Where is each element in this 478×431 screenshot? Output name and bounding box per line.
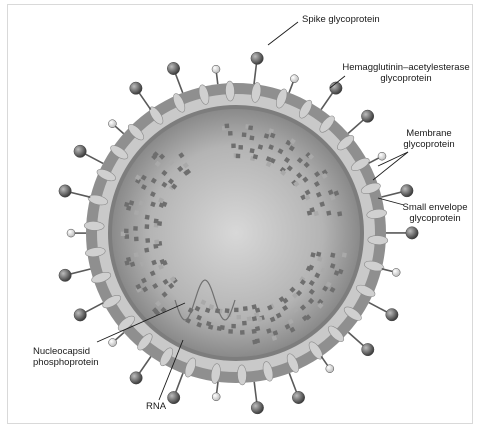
spike-head <box>168 391 180 403</box>
spike-head <box>251 402 263 414</box>
label-hemagglutinin-line2: glycoprotein <box>342 73 470 84</box>
capsomere <box>242 132 247 137</box>
label-spike-glycoprotein: Spike glycoprotein <box>302 14 380 25</box>
label-membrane-line1: Membrane <box>396 128 462 139</box>
capsomere <box>252 339 257 344</box>
capsomere <box>252 329 257 334</box>
spike-head <box>130 372 142 384</box>
spike-head <box>251 52 263 64</box>
capsomere <box>125 234 130 239</box>
label-membrane-glycoprotein: Membrane glycoprotein <box>396 128 462 150</box>
hemagglutinin-head <box>212 65 220 73</box>
label-small-envelope-line2: glycoprotein <box>398 213 472 224</box>
hemagglutinin-head <box>67 229 75 237</box>
capsomere <box>337 211 342 216</box>
spike-head <box>362 343 374 355</box>
label-membrane-line2: glycoprotein <box>396 139 462 150</box>
label-small-envelope-glycoprotein: Small envelope glycoprotein <box>398 202 472 224</box>
capsomere <box>240 330 245 335</box>
label-small-envelope-line1: Small envelope <box>398 202 472 213</box>
capsomere <box>326 210 331 215</box>
label-nucleocapsid-line2: phosphoprotein <box>33 357 99 368</box>
spike-head <box>406 227 418 239</box>
spike-head <box>74 145 86 157</box>
virion-interior <box>112 109 360 357</box>
spike-head <box>361 110 373 122</box>
label-rna: RNA <box>146 401 166 412</box>
spike-head <box>130 82 142 94</box>
capsomere <box>133 226 138 231</box>
label-hemagglutinin-line1: Hemagglutinin–acetylesterase <box>342 62 470 73</box>
capsomere <box>124 229 128 233</box>
label-nucleocapsid-phosphoprotein: Nucleocapsid phosphoprotein <box>33 346 99 368</box>
capsomere <box>134 237 139 242</box>
capsomere <box>231 144 236 149</box>
capsomere <box>252 316 257 321</box>
capsomere <box>234 308 238 312</box>
capsomere <box>238 145 243 150</box>
spike-callout-line <box>268 22 298 45</box>
hemagglutinin-head <box>108 120 116 128</box>
capsomere <box>237 315 242 320</box>
capsomere <box>145 238 150 243</box>
capsomere <box>228 131 233 136</box>
spike-head <box>401 185 413 197</box>
capsomere <box>248 125 253 130</box>
capsomere <box>217 326 222 331</box>
spike-head <box>59 185 71 197</box>
capsomere <box>249 135 254 140</box>
capsomere <box>145 215 150 220</box>
capsomere <box>247 316 252 321</box>
capsomere <box>154 218 159 223</box>
capsomere <box>342 252 347 257</box>
spike-head <box>59 269 71 281</box>
hemagglutinin-head <box>326 365 334 373</box>
hemagglutinin-head <box>392 268 400 276</box>
capsomere <box>144 248 149 253</box>
capsomere <box>225 124 230 129</box>
hemagglutinin-head <box>378 152 386 160</box>
capsomere <box>145 224 150 229</box>
capsomere <box>154 239 159 244</box>
capsomere <box>231 324 235 328</box>
capsomere <box>134 252 139 257</box>
capsomere <box>242 321 247 326</box>
label-hemagglutinin: Hemagglutinin–acetylesterase glycoprotei… <box>342 62 470 84</box>
capsomere <box>243 306 248 311</box>
spike-head <box>292 391 304 403</box>
hemagglutinin-head <box>290 75 298 83</box>
hemagglutinin-head <box>212 393 220 401</box>
capsomere <box>236 154 241 159</box>
label-nucleocapsid-line1: Nucleocapsid <box>33 346 99 357</box>
spike-head <box>386 309 398 321</box>
hemagglutinin-head <box>109 339 117 347</box>
capsomere <box>225 308 230 313</box>
spike-head <box>167 62 179 74</box>
capsomere <box>134 210 139 215</box>
capsomere <box>228 329 233 334</box>
capsomere <box>153 244 158 249</box>
spike-head <box>74 309 86 321</box>
capsomere <box>250 148 255 153</box>
